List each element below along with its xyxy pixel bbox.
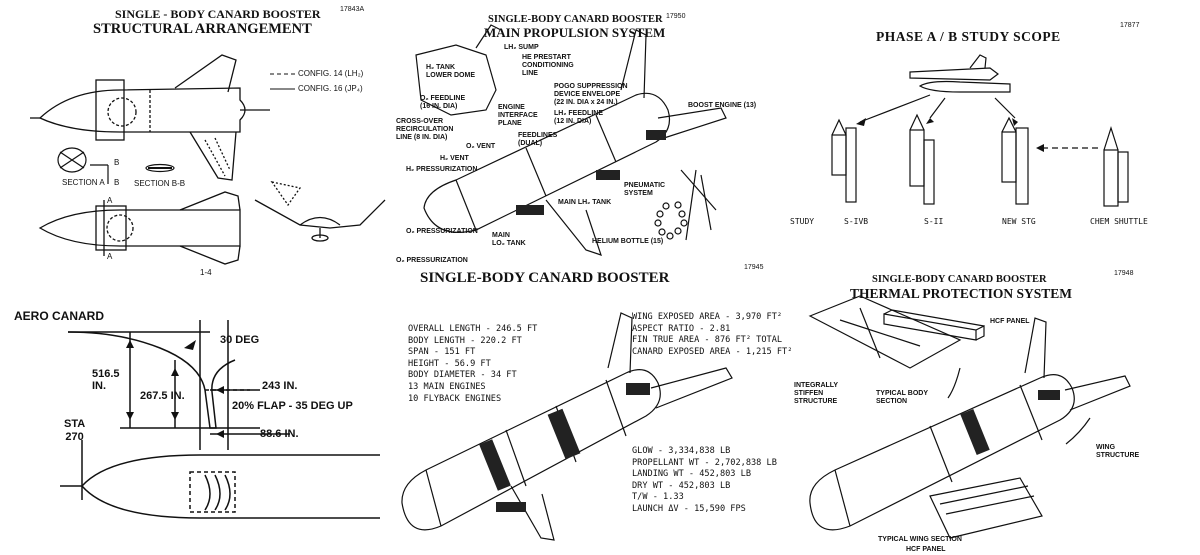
panel-canard-booster-specs: SINGLE-BODY CANARD BOOSTER 17945 OVERALL…: [396, 258, 796, 555]
weight-spec-list: GLOW - 3,334,838 LB PROPELLANT WT - 2,70…: [632, 446, 777, 516]
canard-dim-88: 88.6 IN.: [260, 428, 299, 440]
study-scope-drawing: [831, 54, 1129, 207]
stage-label-chem-shuttle: CHEM SHUTTLE: [1090, 217, 1148, 226]
spec-propellant-wt: PROPELLANT WT - 2,702,838 LB: [632, 457, 777, 468]
left-spec-list: OVERALL LENGTH - 246.5 FT BODY LENGTH - …: [408, 324, 537, 405]
label-hcf-panel-top: HCF PANEL: [990, 318, 1030, 325]
aero-canard-title: AERO CANARD: [14, 309, 104, 323]
label-main-lo2-tank: MAIN LO₂ TANK: [492, 232, 526, 247]
spec-canard-area: CANARD EXPOSED AREA - 1,215 FT²: [632, 346, 793, 357]
booster-drawing: [401, 312, 733, 541]
study-scope-figure-code: 17877: [1120, 22, 1140, 29]
spec-main-engines: 13 MAIN ENGINES: [408, 381, 486, 392]
label-pogo: POGO SUPPRESSION DEVICE ENVELOPE (22 IN.…: [554, 83, 628, 106]
label-o2-pressurization-mid: O₂ PRESSURIZATION: [406, 228, 478, 235]
propulsion-figure-code: 17950: [666, 13, 686, 20]
booster-figure-code: 17945: [744, 264, 764, 271]
canard-flap-label: 20% FLAP - 35 DEG UP: [232, 400, 353, 412]
thermal-title-line1: SINGLE-BODY CANARD BOOSTER: [872, 274, 1047, 285]
label-typical-wing-section: TYPICAL WING SECTION: [878, 536, 962, 543]
right-spec-list: WING EXPOSED AREA - 3,970 FT² ASPECT RAT…: [632, 312, 792, 358]
label-o2-vent: O₂ VENT: [466, 143, 496, 150]
section-bb-label: SECTION B-B: [134, 179, 186, 188]
stage-label-new-stg: NEW STG: [1002, 217, 1036, 226]
canard-angle-label: 30 DEG: [220, 334, 260, 346]
stage-label-study: STUDY: [790, 217, 815, 226]
label-feedlines-dual: FEEDLINES (DUAL): [518, 132, 558, 147]
spec-overall-length: OVERALL LENGTH - 246.5 FT: [408, 324, 538, 334]
structural-title-line1: SINGLE - BODY CANARD BOOSTER: [115, 7, 321, 21]
label-lh2-feedline: LH₂ FEEDLINE (12 IN. DIA): [554, 110, 603, 125]
label-lh2-sump: LH₂ SUMP: [504, 44, 539, 51]
label-boost-engine: BOOST ENGINE (13): [688, 102, 757, 109]
panel-structural-arrangement: SINGLE - BODY CANARD BOOSTER STRUCTURAL …: [0, 0, 390, 290]
mark-a-upper: A: [107, 196, 113, 205]
spec-glow: GLOW - 3,334,838 LB: [632, 446, 731, 456]
propulsion-title-line2: MAIN PROPULSION SYSTEM: [484, 25, 666, 40]
stage-label-s-ivb: S-IVB: [844, 217, 869, 226]
panel-thermal-protection: SINGLE-BODY CANARD BOOSTER THERMAL PROTE…: [780, 258, 1200, 555]
section-a-label: SECTION A: [62, 178, 105, 187]
spec-launch-dv: LAUNCH ΔV - 15,590 FPS: [632, 503, 746, 514]
panel-main-propulsion: SINGLE-BODY CANARD BOOSTER MAIN PROPULSI…: [396, 0, 756, 272]
aero-canard-drawing: [60, 320, 380, 519]
spec-dry-wt: DRY WT - 452,803 LB: [632, 480, 731, 491]
booster-title: SINGLE-BODY CANARD BOOSTER: [420, 270, 670, 286]
spec-body-diameter: BODY DIAMETER - 34 FT: [408, 370, 517, 381]
mark-b-lower: B: [114, 178, 120, 187]
label-engine-interface: ENGINE INTERFACE PLANE: [498, 104, 538, 127]
structural-title-line2: STRUCTURAL ARRANGEMENT: [93, 21, 312, 37]
study-scope-title: PHASE A / B STUDY SCOPE: [876, 29, 1061, 44]
canard-dim-243: 243 IN.: [262, 380, 298, 392]
label-helium-bottle: HELIUM BOTTLE (15): [592, 238, 664, 245]
thermal-figure-code: 17948: [1114, 270, 1134, 277]
label-hcf-panel-bottom: HCF PANEL: [906, 546, 946, 553]
spec-flyback-engines: 10 FLYBACK ENGINES: [408, 393, 502, 404]
label-pneumatic-system: PNEUMATIC SYSTEM: [624, 182, 666, 197]
label-h2-tank-lower-dome: H₂ TANK LOWER DOME: [426, 64, 475, 79]
spec-wing-area: WING EXPOSED AREA - 3,970 FT²: [632, 312, 783, 322]
label-crossover: CROSS-OVER RECIRCULATION LINE (8 IN. DIA…: [396, 118, 454, 141]
label-o2-feedline: O₂ FEEDLINE (16 IN. DIA): [420, 95, 466, 110]
propulsion-title-line1: SINGLE-BODY CANARD BOOSTER: [488, 14, 663, 25]
panel-study-scope: PHASE A / B STUDY SCOPE 17877 STUDY S-IV…: [780, 0, 1200, 250]
spec-height: HEIGHT - 56.9 FT: [408, 358, 491, 369]
canard-dim-516: 516.5 IN.: [92, 368, 120, 392]
propulsion-drawing: [415, 24, 727, 256]
structural-arrangement-drawing: [30, 54, 386, 265]
legend-config14: CONFIG. 14 (LH₂): [298, 69, 364, 78]
mark-b-upper: B: [114, 158, 120, 167]
label-integrally-stiffen: INTEGRALLY STIFFEN STRUCTURE: [794, 382, 839, 405]
spec-fin-area: FIN TRUE AREA - 876 FT² TOTAL: [632, 335, 783, 346]
mark-a-lower: A: [107, 252, 113, 261]
structural-figure-code: 17843A: [340, 6, 365, 13]
spec-thrust-weight: T/W - 1.33: [632, 492, 684, 503]
page-number: 1-4: [200, 268, 212, 277]
thermal-title-line2: THERMAL PROTECTION SYSTEM: [850, 286, 1073, 301]
canard-dim-267: 267.5 IN.: [140, 390, 185, 402]
spec-landing-wt: LANDING WT - 452,803 LB: [632, 469, 751, 480]
label-he-prestart: HE PRESTART CONDITIONING LINE: [522, 54, 574, 77]
label-h2-pressurization: H₂ PRESSURIZATION: [406, 166, 478, 173]
panel-aero-canard: AERO CANARD 30 DEG 516.5 IN. 267.5 IN. 2…: [0, 300, 380, 555]
label-main-lh2-tank: MAIN LH₂ TANK: [558, 199, 612, 206]
spec-aspect-ratio: ASPECT RATIO - 2.81: [632, 323, 731, 334]
thermal-protection-drawing: [808, 295, 1131, 539]
stage-label-s-ii: S-II: [924, 217, 944, 226]
spec-span: SPAN - 151 FT: [408, 347, 476, 358]
spec-body-length: BODY LENGTH - 220.2 FT: [408, 335, 522, 346]
label-h2-vent: H₂ VENT: [440, 155, 469, 162]
label-typical-body-section: TYPICAL BODY SECTION: [876, 390, 928, 405]
label-wing-structure: WING STRUCTURE: [1096, 444, 1140, 459]
label-o2-pressurization-bottom: O₂ PRESSURIZATION: [396, 257, 468, 264]
canard-sta-label: STA 270: [64, 418, 86, 443]
legend-config16: CONFIG. 16 (JP₄): [298, 84, 363, 93]
